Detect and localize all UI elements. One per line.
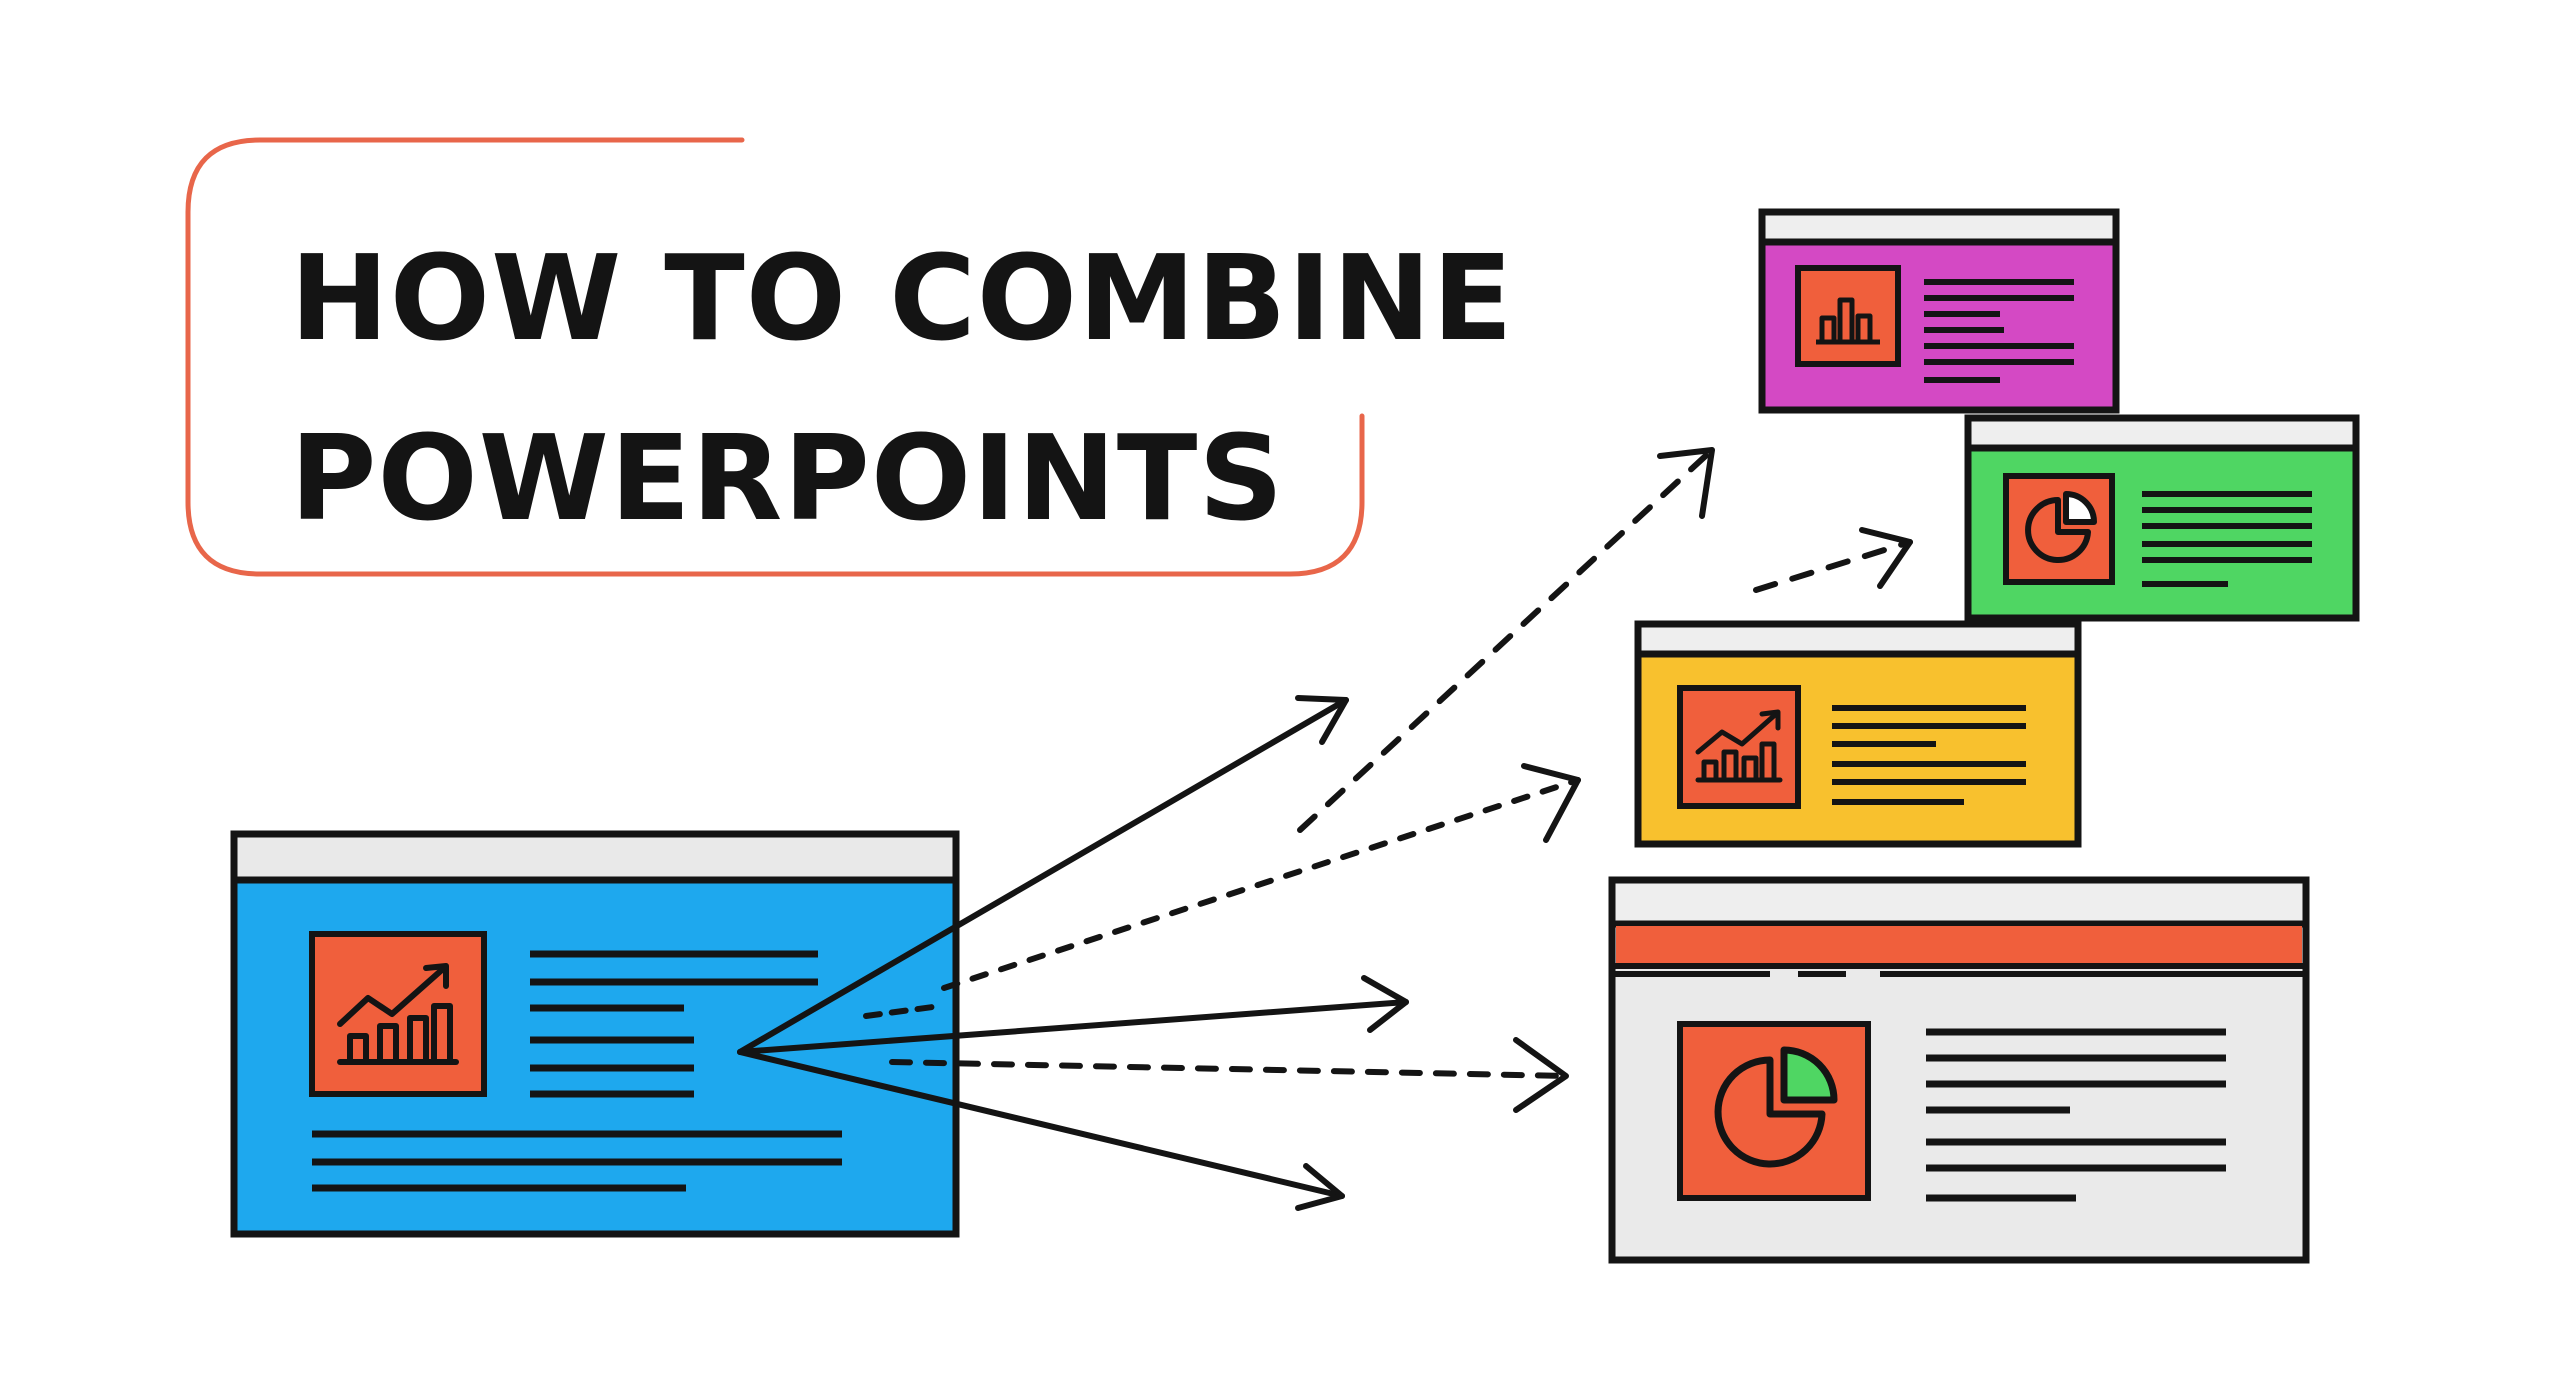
source-slide-text-lines (312, 950, 842, 1192)
source-slide (230, 830, 960, 1238)
pie-chart-icon (1677, 1021, 1871, 1201)
arrowhead (1361, 975, 1409, 1033)
combined-slide (1608, 876, 2310, 1264)
arrowhead (1859, 527, 1913, 589)
arrowhead (1657, 447, 1715, 519)
title-line-1: HOW TO COMBINE (290, 229, 1514, 367)
arrowhead (1513, 1037, 1569, 1113)
arrow-solid-down (737, 1049, 1345, 1199)
arrowhead (1295, 1163, 1345, 1211)
magenta-slide (1758, 208, 2120, 414)
green-slide (1964, 414, 2360, 622)
arrow-solid-mid (737, 999, 1409, 1055)
title-line-2: POWERPOINTS (290, 409, 1285, 547)
arrows (737, 447, 1913, 1211)
page-title: HOW TO COMBINE POWERPOINTS (290, 208, 1514, 568)
yellow-slide (1634, 620, 2082, 848)
arrowhead (1295, 695, 1349, 745)
arrow-dotted-magenta (1297, 447, 1715, 833)
arrow-dotted-yellow (941, 777, 1581, 991)
arrow-dotted-green (1753, 539, 1913, 593)
pie-chart-icon (2003, 473, 2115, 585)
arrow-dotted-combined (889, 1059, 1569, 1079)
growth-chart-icon (309, 931, 487, 1097)
arrowhead (1521, 763, 1581, 843)
arrow-dotted-short (863, 1003, 943, 1019)
bar-chart-icon (1795, 265, 1901, 367)
arrow-solid-up (737, 697, 1349, 1055)
growth-chart-icon (1677, 685, 1801, 809)
title-frame (185, 137, 1365, 577)
